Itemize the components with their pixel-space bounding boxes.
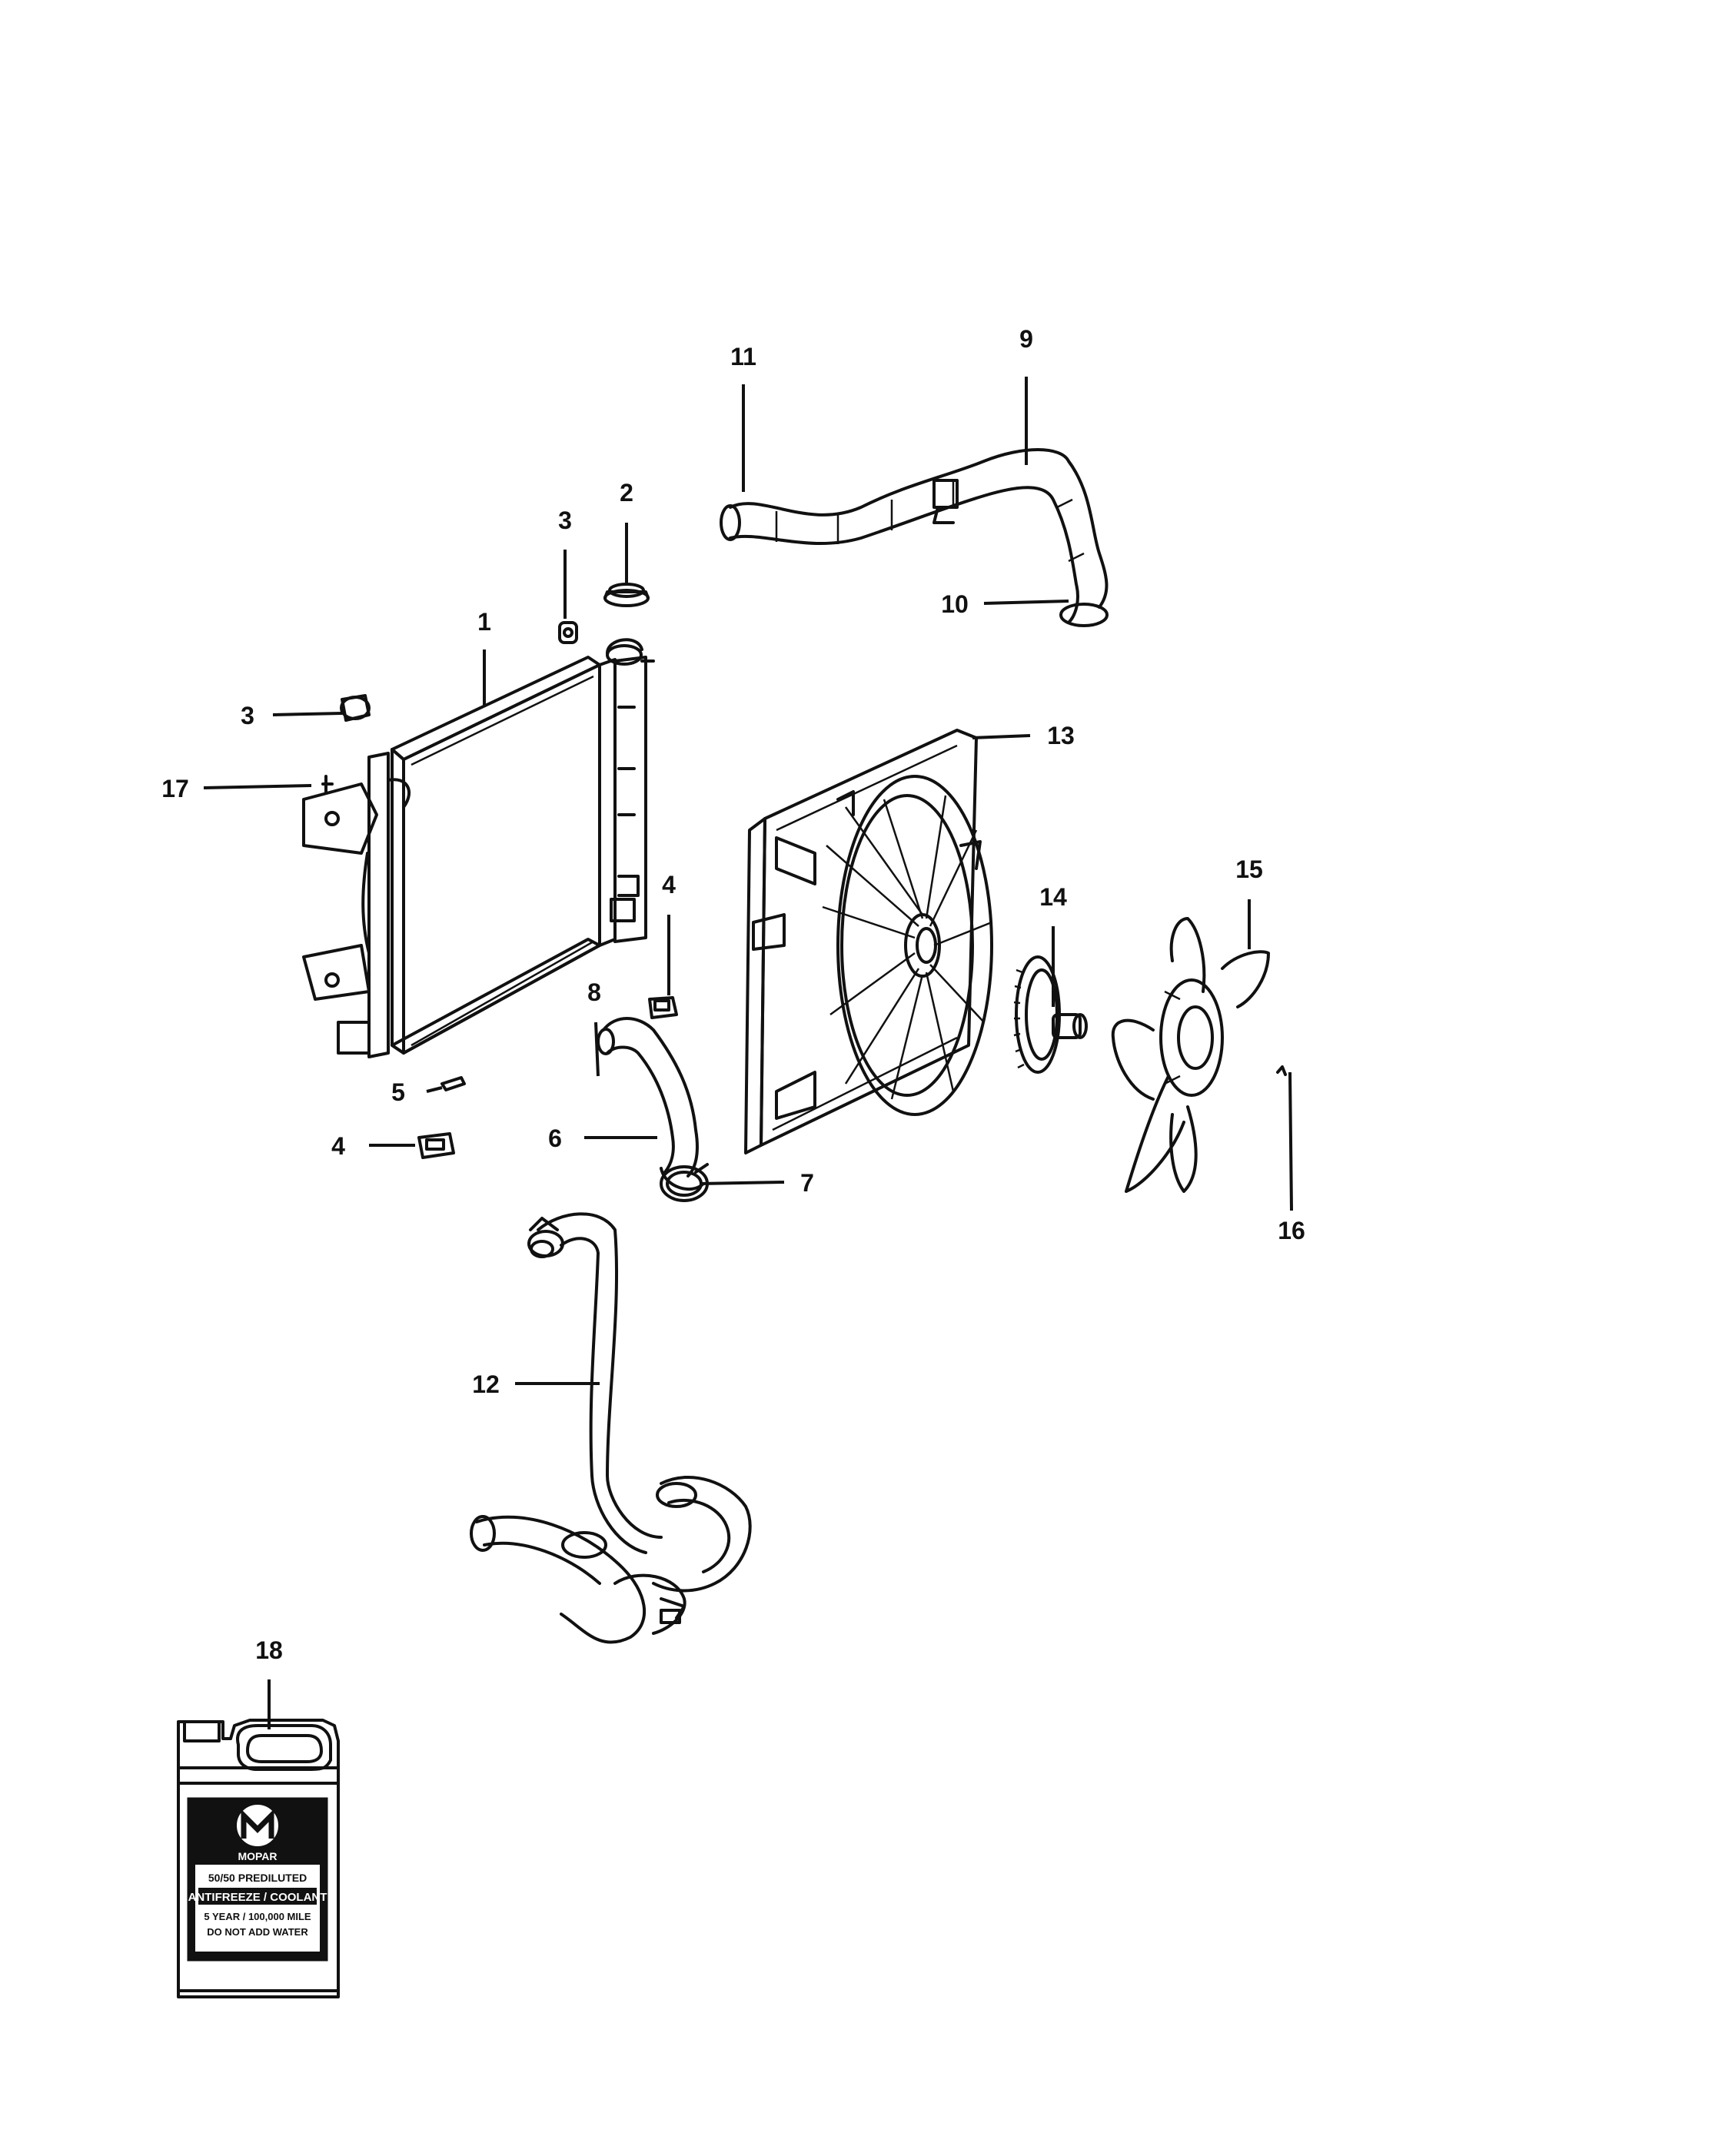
callout-10: 10 [941, 590, 969, 618]
clip-lower [417, 1132, 455, 1159]
callout-18: 18 [255, 1636, 283, 1664]
fan-bolt [1276, 1065, 1287, 1076]
callout-14: 14 [1039, 883, 1067, 911]
callout-15: 15 [1235, 855, 1263, 883]
callout-6: 6 [548, 1125, 562, 1152]
mopar-logo-icon [235, 1803, 280, 1848]
fan-shroud [744, 729, 993, 1154]
jug-line-4: DO NOT ADD WATER [207, 1926, 308, 1938]
callout-7: 7 [800, 1169, 814, 1197]
jug-brand: MOPAR [238, 1850, 277, 1862]
fan-clutch [1013, 955, 1088, 1074]
fan-blade [1111, 917, 1270, 1193]
callout-17: 17 [161, 775, 189, 802]
coolant-jug: MOPAR 50/50 PREDILUTED ANTIFREEZE / COOL… [177, 1719, 340, 1998]
radiator-cap [603, 583, 650, 607]
callout-3a: 3 [558, 507, 572, 534]
leader-lines [203, 377, 1293, 1729]
jug-line-3: 5 YEAR / 100,000 MILE [204, 1911, 311, 1922]
callout-1: 1 [477, 608, 491, 636]
callout-12: 12 [472, 1370, 500, 1398]
callout-3b: 3 [241, 702, 254, 729]
callout-4b: 4 [331, 1132, 345, 1160]
lower-radiator-hose [597, 1017, 705, 1191]
side-isolator [340, 694, 371, 722]
callout-16: 16 [1278, 1217, 1305, 1244]
callout-2: 2 [620, 479, 633, 507]
callout-11: 11 [730, 343, 756, 370]
callout-9: 9 [1019, 325, 1033, 353]
callout-4a: 4 [662, 871, 676, 899]
bypass-hose-assembly [470, 1212, 752, 1644]
clip-upper [648, 996, 678, 1019]
callout-13: 13 [1047, 722, 1075, 749]
pin [440, 1076, 466, 1091]
callout-5: 5 [391, 1078, 405, 1106]
upper-radiator-hose [720, 448, 1109, 627]
callout-numbers: 1 2 3 3 4 4 5 6 7 8 9 10 11 12 13 14 15 … [161, 325, 1305, 1664]
callout-8: 8 [587, 978, 601, 1006]
jug-line-2: ANTIFREEZE / COOLANT [188, 1891, 327, 1904]
jug-line-1: 50/50 PREDILUTED [208, 1872, 307, 1884]
radiator [302, 638, 655, 1058]
bolt [321, 775, 334, 793]
upper-isolator [558, 621, 578, 644]
